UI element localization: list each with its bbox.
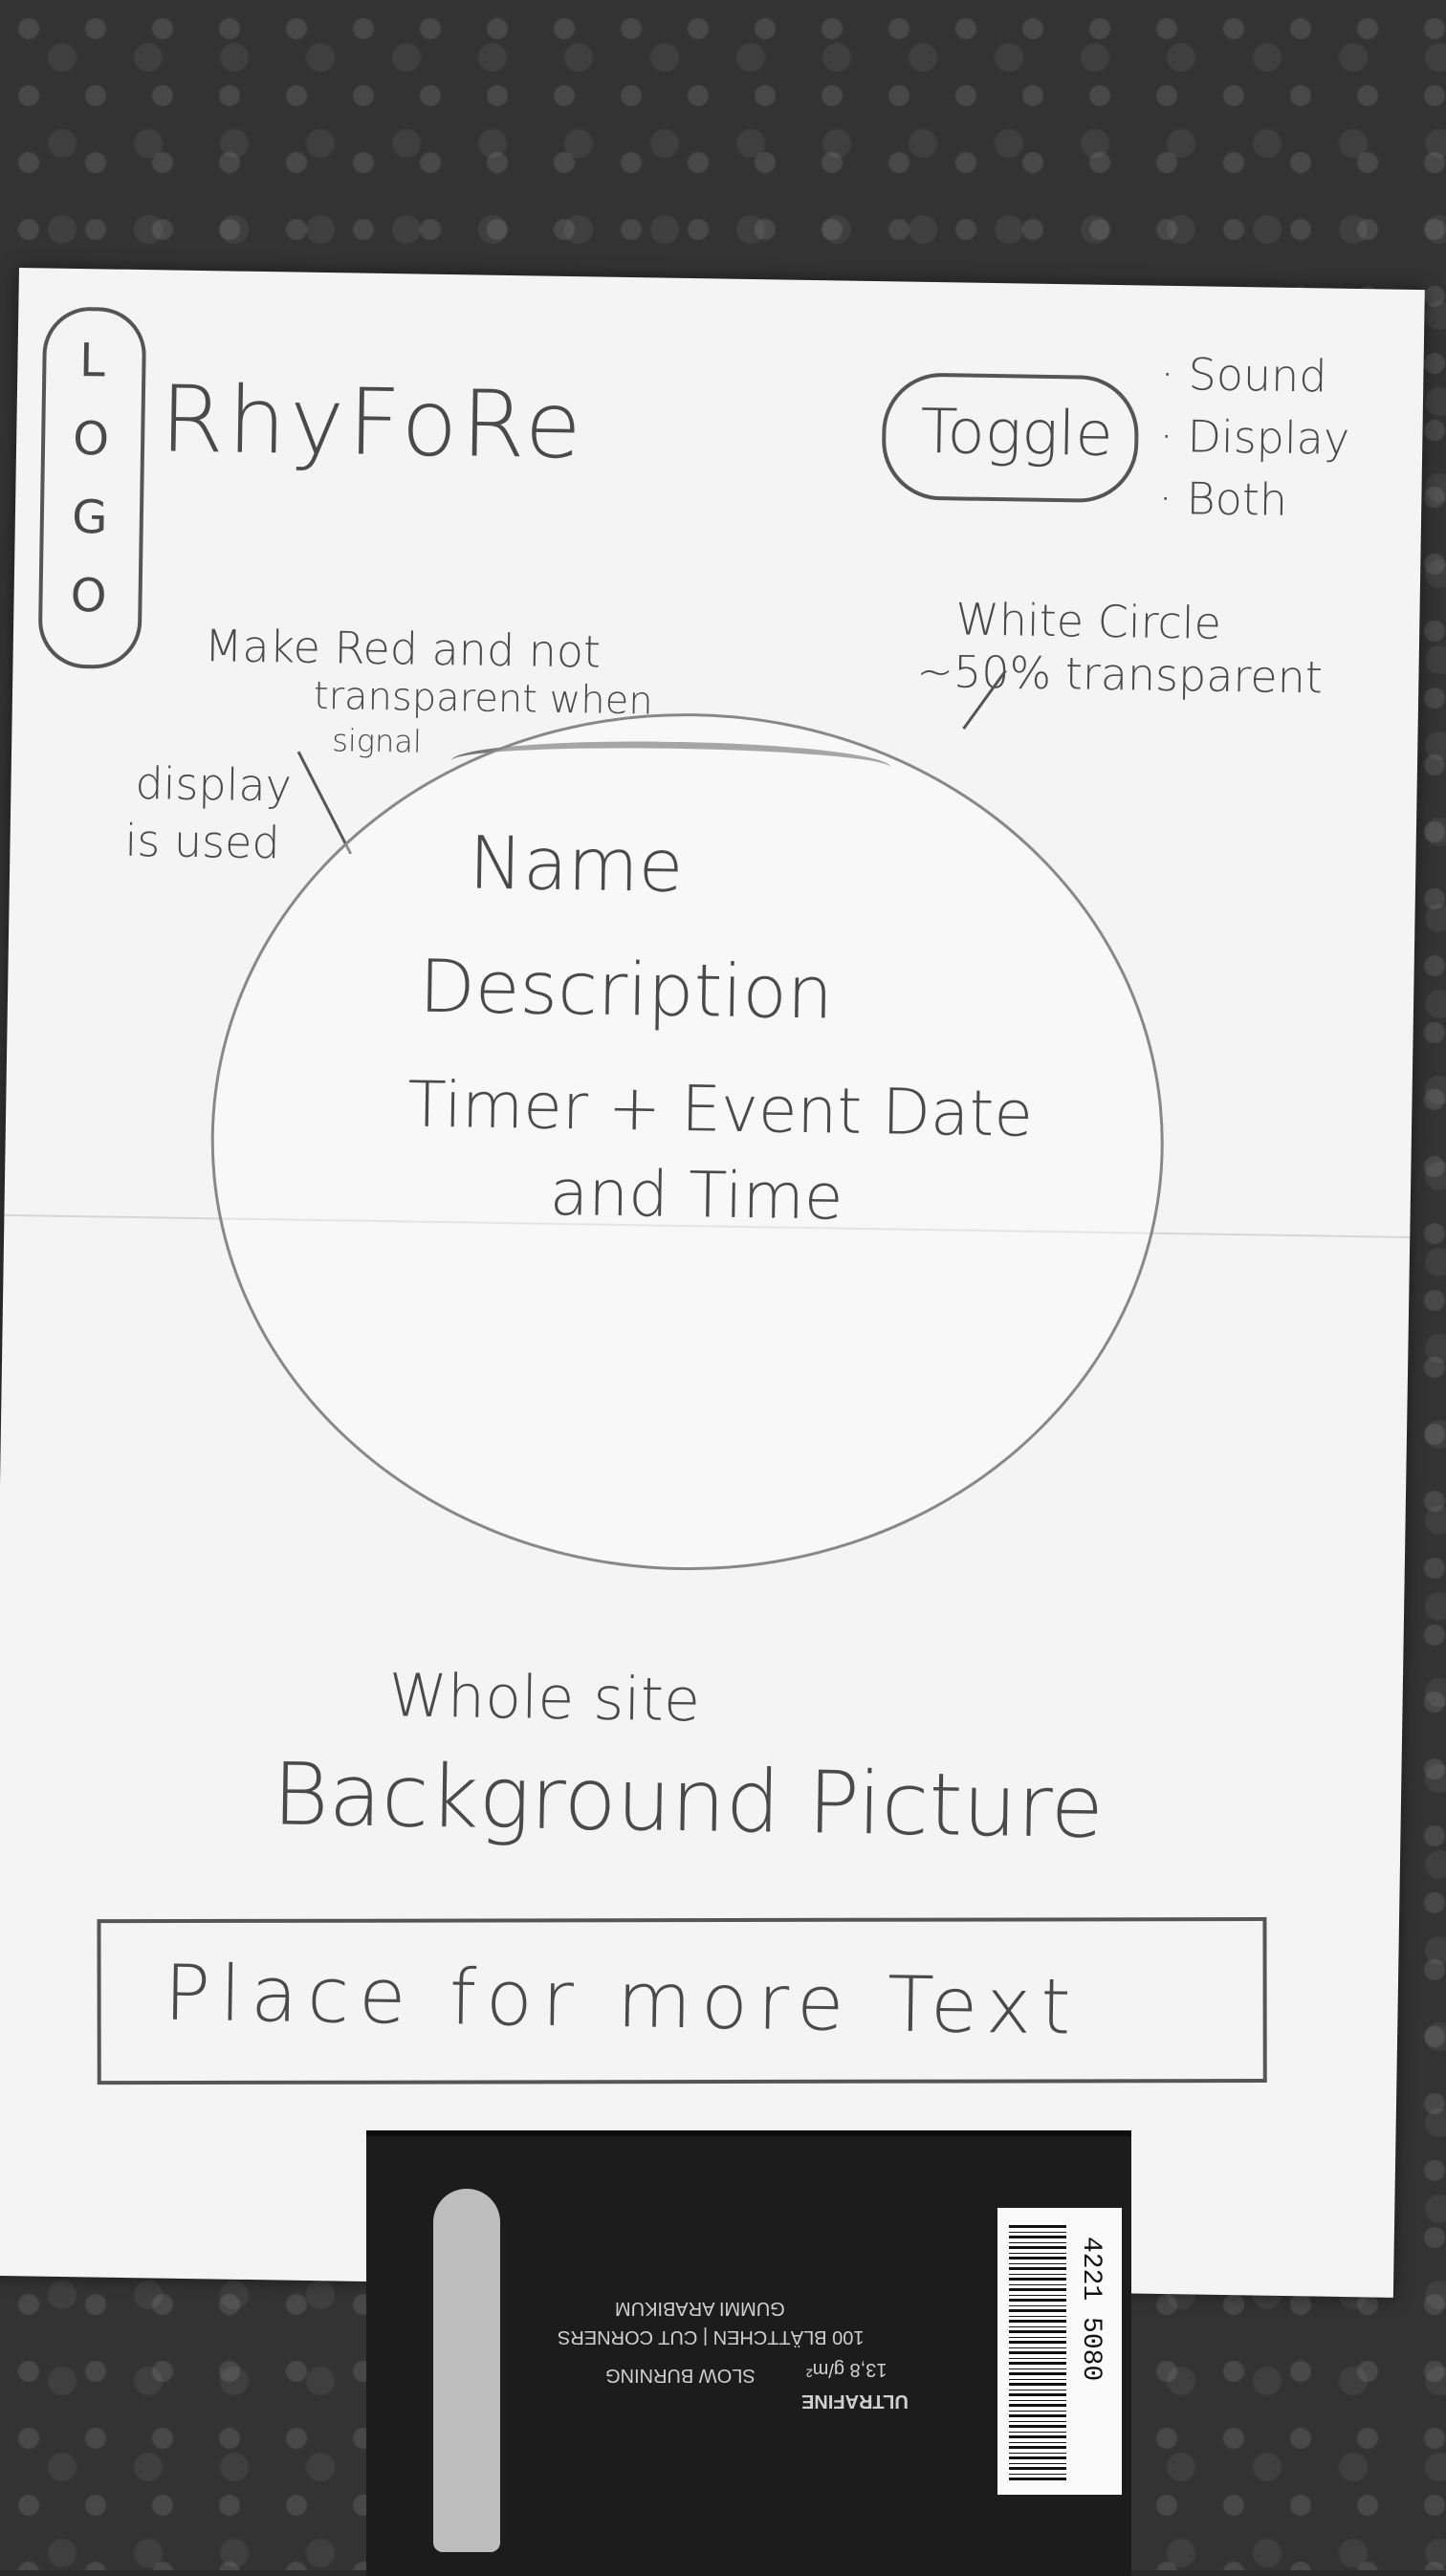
signal-note-line3: signal [331,722,423,760]
barcode-label: 4221 5080 [997,2208,1122,2495]
rolling-paper-pack: ULTRAFINE 13,8 g/m² SLOW BURNING 100 BLÄ… [366,2130,1131,2576]
pack-line3: SLOW BURNING [605,2365,756,2386]
toggle-option-display[interactable]: · Display [1158,409,1350,465]
background-note-line2: Background Picture [272,1744,1105,1859]
event-time: and Time [549,1155,844,1234]
logo-letter: L [78,334,106,388]
background-note-line1: Whole site [388,1660,701,1736]
signal-note-pointer [296,751,353,855]
event-description: Description [418,943,834,1036]
logo-letter: G [71,490,108,545]
barcode [1009,2222,1066,2480]
site-title: RhyFoRe [159,365,586,480]
circle-note-line2: ~50% transparent [916,644,1324,704]
figure-silhouette [433,2189,500,2552]
signal-note-line1: Make Red and not [204,620,602,678]
more-text-label: Place for more Text [163,1948,1082,2052]
barcode-number: 4221 5080 [1076,2237,1106,2382]
logo-letter: O [72,411,110,467]
toggle-option-both[interactable]: · Both [1157,471,1288,526]
signal-note-line5: is used [124,814,281,869]
signal-note-line4: display [135,756,293,812]
toggle-label: Toggle [919,396,1114,470]
pack-line2: 13,8 g/m² [806,2359,887,2380]
signal-note-line2: transparent when [313,673,654,724]
circle-note-line1: White Circle [954,593,1222,649]
event-timer-date: Timer + Event Date [406,1067,1034,1151]
toggle-option-sound[interactable]: · Sound [1159,347,1327,403]
event-name: Name [468,819,685,908]
pack-line5: GUMMI ARABIKUM [615,2298,785,2319]
logo-label: L O G O [59,321,121,636]
pack-line1: ULTRAFINE [801,2390,909,2412]
logo-letter: O [70,568,107,623]
sketch-paper: L O G O RhyFoRe Toggle · Sound · Display… [0,268,1425,2298]
pack-line4: 100 BLÄTTCHEN | CUT CORNERS [558,2326,865,2347]
